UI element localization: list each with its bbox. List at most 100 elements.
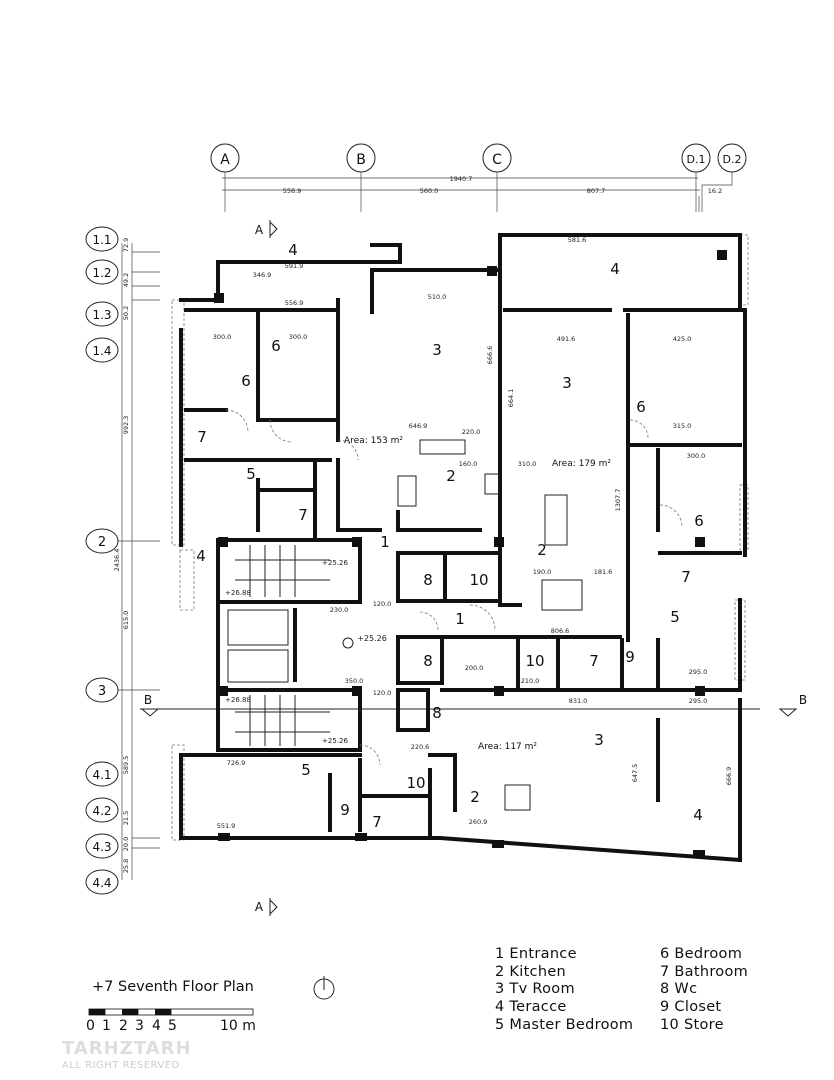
dim-label: 220.0 (462, 428, 481, 436)
dim-label: 300.0 (213, 333, 232, 341)
dim-label: 295.0 (689, 668, 708, 676)
north-arrow (313, 976, 335, 1000)
dim-span-ab: 556.9 (283, 187, 302, 195)
dim-label: 190.0 (533, 568, 552, 576)
legend-item: 7 Bathroom (660, 963, 749, 980)
dim-row-3: 50.2 (122, 306, 130, 320)
scale-label: 5 (168, 1018, 177, 1034)
room-label: 10 (525, 652, 544, 670)
room-label: 4 (610, 260, 620, 278)
level-mark: +25.26 (322, 559, 348, 567)
room-label: 3 (562, 374, 572, 392)
dim-label: 556.9 (285, 299, 304, 307)
room-label: 8 (423, 652, 433, 670)
level-mark: +26.88 (225, 696, 251, 704)
dim-label: 230.0 (330, 606, 349, 614)
dim-label: 1307.7 (614, 489, 622, 512)
room-label: 2 (470, 788, 480, 806)
watermark-logo: TARHZTARH (62, 1038, 192, 1059)
legend-item: 6 Bedroom (660, 946, 743, 962)
legend-item: 4 Teracce (495, 999, 567, 1016)
dim-label: 120.0 (373, 689, 392, 697)
room-label: 9 (340, 801, 350, 819)
scale-label: 3 (135, 1018, 144, 1034)
grid-bubble-d1: D.1 (687, 153, 706, 166)
scale-label: 4 (152, 1018, 161, 1034)
dim-row-5: 615.0 (122, 611, 130, 630)
dim-label: 551.9 (217, 822, 236, 830)
room-label: 8 (432, 704, 442, 722)
grid-bubble-1-3: 1.3 (92, 308, 111, 322)
dim-row-8: 20.0 (122, 837, 130, 851)
dim-label: 581.6 (568, 236, 587, 244)
room-label: 6 (271, 337, 281, 355)
grid-bubble-d2: D.2 (723, 153, 742, 166)
dim-label: 260.9 (469, 818, 488, 826)
room-label: 10 (406, 774, 425, 792)
grid-bubble-4-4: 4.4 (92, 876, 111, 890)
grid-bubble-c: C (492, 152, 502, 168)
dim-label: 200.0 (465, 664, 484, 672)
dim-label: 591.9 (285, 262, 304, 270)
legend-item: 9 Closet (660, 999, 722, 1016)
room-label: 8 (423, 571, 433, 589)
section-markers: A A B B (140, 220, 807, 916)
dim-row-7: 21.5 (122, 811, 130, 825)
scale-bar: 0 1 2 3 4 5 10 m (86, 1008, 256, 1034)
area-label: Area: 153 m² (344, 436, 403, 446)
dim-row-1: 72.9 (122, 238, 130, 252)
dim-overall-width: 1940.7 (450, 175, 473, 183)
level-mark: +25.26 (322, 737, 348, 745)
dim-label: 425.0 (673, 335, 692, 343)
room-label: 4 (196, 547, 206, 565)
legend-item: 5 Master Bedroom (495, 1016, 634, 1033)
room-label: 7 (589, 652, 599, 670)
legend-item: 10 Store (660, 1016, 724, 1033)
level-mark: +25.26 (357, 634, 387, 643)
legend-item: 8 Wc (660, 981, 698, 998)
grid-bubble-4-2: 4.2 (92, 804, 111, 818)
room-label: 4 (288, 241, 298, 259)
grid-bubble-a: A (220, 152, 230, 168)
room-label: 2 (537, 541, 547, 559)
room-labels: 4 6 6 3 7 5 2 7 1 4 8 10 1 8 8 10 7 9 5 … (196, 241, 704, 831)
room-label: 6 (241, 372, 251, 390)
room-label: 9 (625, 648, 635, 666)
legend-item: 3 Tv Room (495, 981, 575, 998)
room-label: 1 (455, 610, 465, 628)
area-label: Area: 179 m² (552, 459, 611, 469)
section-a-top: A (255, 223, 264, 237)
section-b-right: B (799, 693, 807, 707)
dim-span-cd: 807.7 (587, 187, 606, 195)
room-label: 5 (246, 465, 256, 483)
dim-overall-height: 2436.4 (113, 549, 121, 572)
grid-bubble-1-1: 1.1 (92, 233, 111, 247)
room-label: 7 (372, 813, 382, 831)
dim-label: 181.6 (594, 568, 613, 576)
room-label: 3 (432, 341, 442, 359)
level-markers: +25.26 +26.88 +25.26 +26.88 +25.26 (225, 559, 387, 745)
dim-label: 315.0 (673, 422, 692, 430)
dim-label: 664.1 (507, 389, 515, 408)
furniture (397, 439, 583, 811)
room-label: 1 (380, 533, 390, 551)
room-label: 6 (636, 398, 646, 416)
dim-label: 646.9 (409, 422, 428, 430)
scale-label: 1 (102, 1018, 111, 1034)
dim-label: 726.9 (227, 759, 246, 767)
scale-label: 10 m (220, 1018, 256, 1034)
internal-dimensions: 591.9 346.9 556.9 510.0 581.6 300.0 300.… (213, 236, 733, 830)
dim-row-4: 992.3 (122, 416, 130, 435)
scale-label: 0 (86, 1018, 95, 1034)
room-label: 5 (670, 608, 680, 626)
room-label: 3 (594, 731, 604, 749)
dim-row-6: 589.5 (122, 756, 130, 775)
grid-bubble-1-2: 1.2 (92, 266, 111, 280)
dim-label: 160.0 (459, 460, 478, 468)
dim-label: 346.9 (253, 271, 272, 279)
dim-label: 210.0 (521, 677, 540, 685)
dim-label: 831.0 (569, 697, 588, 705)
section-b-left: B (144, 693, 152, 707)
dim-label: 120.0 (373, 600, 392, 608)
